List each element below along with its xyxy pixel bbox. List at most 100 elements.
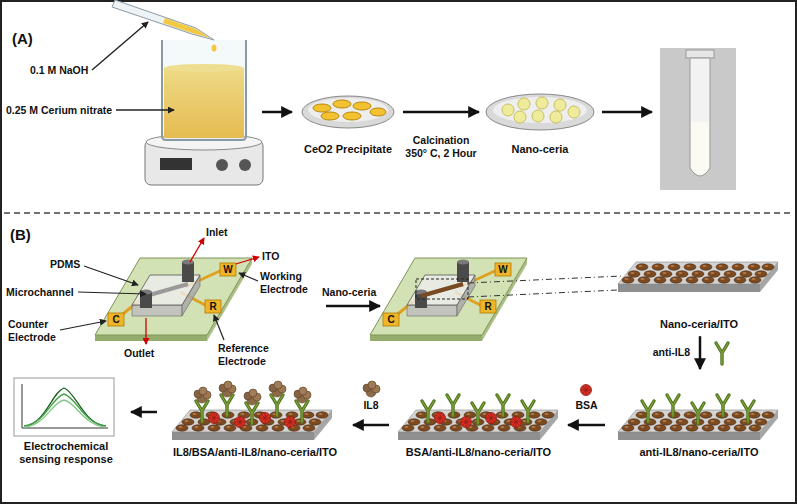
nano-ceria-dish (554, 99, 566, 111)
leader-line (145, 318, 146, 344)
electrode-letter: W (220, 263, 236, 276)
stage-caption: Nano-ceria/ITO (608, 318, 790, 331)
zoom-box (416, 279, 468, 299)
vial-photo (660, 48, 736, 190)
leader-line (116, 109, 174, 110)
panel-label: (A) (12, 30, 33, 48)
part-label: ITO (262, 250, 279, 263)
stage-caption: anti-IL8/nano-ceria/ITO (608, 446, 790, 459)
nano-ceria-dish (532, 110, 544, 122)
vial-photo (690, 58, 710, 176)
step-label: BSA (575, 399, 597, 412)
step-label: anti-IL8 (653, 346, 690, 359)
leader-line (84, 266, 138, 285)
beaker (162, 40, 246, 140)
precipitate-dish (333, 100, 351, 108)
response-chart (24, 394, 106, 426)
panel-separator (4, 212, 793, 214)
process-arrow (403, 111, 479, 114)
beaker (162, 40, 246, 140)
process-arrow (699, 336, 702, 369)
step-label: Calcination 350° C, 2 Hour (401, 134, 481, 159)
pipette (163, 18, 210, 38)
electrode-letter: C (383, 313, 399, 326)
part-label: Outlet (124, 347, 154, 360)
pipette (212, 45, 217, 52)
illustration (618, 262, 778, 292)
stage-node: CeO2 Precipitate (296, 85, 400, 158)
stage-caption: IL8/BSA/anti-IL8/nano-ceria/ITO (160, 446, 350, 459)
vial-photo (686, 50, 714, 58)
electrode-letter: R (205, 300, 221, 313)
vial-photo (691, 122, 709, 175)
nano-ceria-dish (536, 97, 548, 109)
response-chart (14, 378, 114, 436)
magnetic-stirrer (216, 159, 228, 171)
process-arrow (326, 305, 380, 308)
stage-node: anti-IL8/nano-ceria/ITO (608, 372, 790, 461)
stage-caption: Nano-ceria (482, 143, 598, 156)
magnetic-stirrer (145, 134, 263, 185)
leader-line (60, 321, 106, 330)
stage-node: BSA/anti-IL8/nano-ceria/ITO (392, 372, 565, 461)
part-label: PDMS (50, 258, 80, 271)
nano-ceria-dish (486, 94, 594, 130)
stage-node: Nano-ceria (482, 85, 598, 158)
part-label: 0.1 M NaOH (30, 64, 88, 77)
precipitate-dish (313, 104, 331, 112)
illustration (363, 381, 380, 397)
process-arrow (262, 111, 292, 114)
part-label: Microchannel (6, 286, 74, 299)
illustration (95, 258, 252, 341)
illustration (716, 343, 728, 364)
vial-photo (660, 48, 736, 190)
precipitate-dish (353, 102, 371, 110)
pipette (112, 0, 217, 52)
precipitate-dish (370, 108, 386, 116)
leader-line (239, 273, 258, 281)
illustration (581, 385, 592, 396)
precipitate-dish (302, 96, 394, 128)
electrode-letter: R (480, 300, 496, 313)
illustration (194, 381, 311, 405)
leader-line (190, 238, 204, 262)
stage-caption: CeO2 Precipitate (296, 143, 400, 156)
leader-line (236, 257, 259, 264)
illustration (642, 395, 754, 424)
zoom-leader (468, 276, 622, 283)
process-arrow (353, 424, 389, 427)
nano-ceria-dish (550, 111, 562, 123)
part-label: Reference Electrode (218, 342, 278, 367)
response-chart (14, 378, 114, 436)
electrode-letter: W (495, 263, 511, 276)
leader-line (214, 315, 224, 340)
stage-node: IL8/BSA/anti-IL8/nano-ceria/ITO (160, 372, 350, 461)
magnetic-stirrer (160, 158, 192, 170)
zoom-leader (468, 290, 618, 297)
stage-caption: BSA/anti-IL8/nano-ceria/ITO (392, 446, 565, 459)
step-label: IL8 (363, 399, 378, 412)
illustration (435, 413, 522, 428)
illustration (370, 258, 527, 341)
precipitate-dish (308, 98, 388, 122)
magnetic-stirrer (239, 159, 251, 171)
illustration (209, 413, 296, 428)
leader-line (78, 292, 146, 294)
precipitate-dish (302, 96, 394, 128)
stage-caption: Electrochemical sensing response (4, 440, 128, 466)
electrode-letter: C (108, 313, 124, 326)
part-label: Counter Electrode (8, 318, 62, 343)
process-arrow (602, 111, 652, 114)
panel-label: (B) (10, 226, 31, 244)
process-arrow (131, 411, 157, 414)
process-arrow (568, 424, 605, 427)
part-label: Inlet (206, 226, 228, 239)
nano-ceria-dish (518, 98, 530, 110)
nano-ceria-dish (486, 94, 594, 130)
part-label: Working Electrode (260, 270, 316, 295)
nano-ceria-dish (502, 104, 514, 116)
